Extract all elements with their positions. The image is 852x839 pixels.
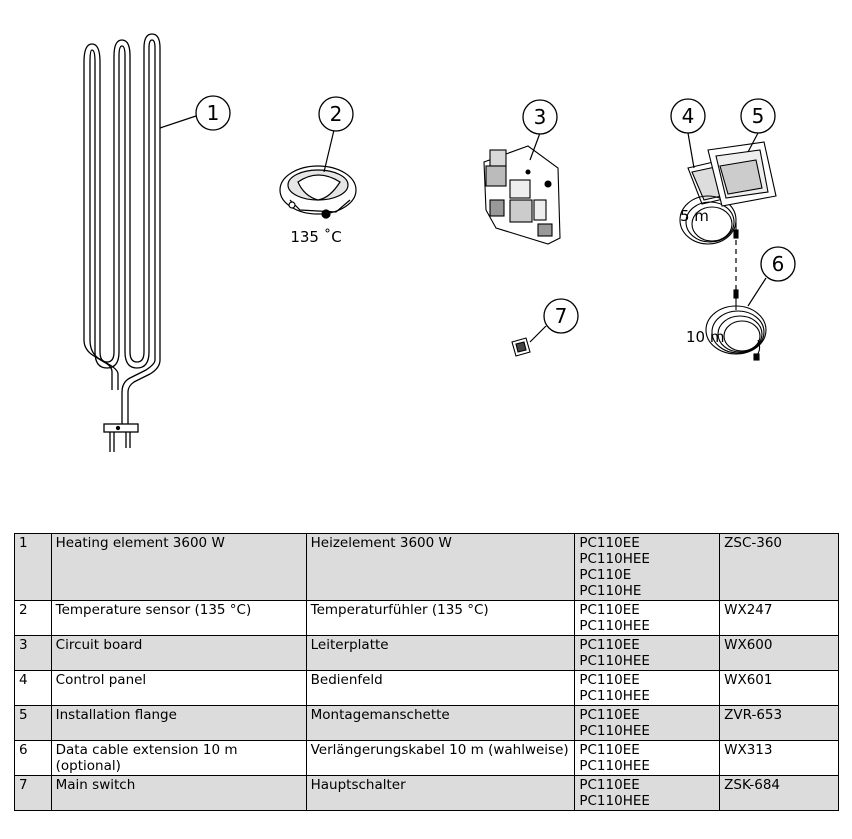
temperature-sensor-illustration [279,165,357,219]
english-description-cell: Circuit board [50,635,307,671]
model-name: PC110HEE [579,653,650,669]
model-name: PC110HEE [579,723,650,739]
product-code-cell: ZSK-684 [719,775,839,811]
english-description-cell: Installation flange [50,705,307,741]
part-number-cell: 4 [14,670,52,706]
product-code-cell: WX600 [719,635,839,671]
callout-4: 4 [670,98,706,169]
model-name: PC110HEE [579,618,650,634]
model-name: PC110HE [579,583,642,599]
model-name: PC110EE [579,777,640,793]
product-code-cell: ZVR-653 [719,705,839,741]
callout-number-2: 2 [330,102,343,126]
english-description-cell: Heating element 3600 W [50,533,307,601]
callout-number-5: 5 [752,104,765,128]
model-name: PC110HEE [579,758,650,774]
callout-1: 1 [159,95,231,131]
sensor-temperature-label: 135 ˚C [290,228,341,246]
german-description-cell: Bedienfeld [305,670,576,706]
main-switch-illustration [511,337,531,357]
installation-flange-illustration [707,141,777,207]
callout-2: 2 [318,96,354,173]
part-number-cell: 7 [14,775,52,811]
english-description-cell: Main switch [50,775,307,811]
part-number-cell: 6 [14,740,52,776]
model-name: PC110HEE [579,688,650,704]
model-name: PC110EE [579,602,640,618]
part-number-cell: 3 [14,635,52,671]
product-code-cell: WX247 [719,600,839,636]
product-code-cell: WX313 [719,740,839,776]
circuit-board-illustration [483,145,561,245]
part-number-cell: 1 [14,533,52,601]
callout-number-1: 1 [207,101,220,125]
model-name: PC110EE [579,535,640,551]
german-description-cell: Hauptschalter [305,775,576,811]
german-description-cell: Temperaturfühler (135 °C) [305,600,576,636]
german-description-cell: Verlängerungskabel 10 m (wahlweise) [305,740,576,776]
callout-number-6: 6 [772,252,785,276]
model-name: PC110HEE [579,793,650,809]
parts-diagram: 1 2 135 ˚C 3 [83,33,796,452]
model-name: PC110EE [579,672,640,688]
heating-element-illustration [83,33,161,452]
product-code-cell: ZSC-360 [719,533,839,601]
part-number-cell: 2 [14,600,52,636]
callout-6: 6 [747,246,796,307]
product-code-cell: WX601 [719,670,839,706]
model-name: PC110E [579,567,632,583]
german-description-cell: Heizelement 3600 W [305,533,576,601]
model-name: PC110EE [579,637,640,653]
cable-length-10m-label: 10 m [686,328,724,346]
english-description-cell: Temperature sensor (135 °C) [50,600,307,636]
english-description-cell: Data cable extension 10 m (optional) [50,740,307,776]
german-description-cell: Montagemanschette [305,705,576,741]
callout-number-4: 4 [682,104,695,128]
callout-7: 7 [529,298,579,343]
model-name: PC110HEE [579,551,650,567]
cable-length-5m-label: 5 m [680,207,709,225]
german-description-cell: Leiterplatte [305,635,576,671]
callout-number-3: 3 [534,105,547,129]
model-name: PC110EE [579,742,640,758]
data-cable-illustration [705,289,767,361]
callout-number-7: 7 [555,304,568,328]
model-name: PC110EE [579,707,640,723]
part-number-cell: 5 [14,705,52,741]
english-description-cell: Control panel [50,670,307,706]
callout-3: 3 [522,99,558,161]
callout-5: 5 [740,98,776,153]
